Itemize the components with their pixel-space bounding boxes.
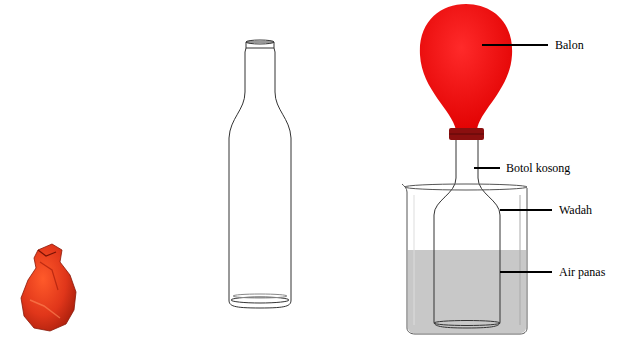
leader-line <box>482 44 548 46</box>
leader-line <box>474 167 500 169</box>
bottle-in-container <box>434 140 500 328</box>
deflated-balloon <box>21 244 76 331</box>
leader-line <box>500 271 552 273</box>
part-label: Air panas <box>558 265 606 279</box>
hot-water <box>408 250 526 333</box>
part-label: Balon <box>554 38 585 52</box>
inflated-balloon <box>420 4 512 140</box>
container-beaker <box>402 184 527 334</box>
empty-bottle <box>229 40 291 308</box>
leader-line <box>500 209 552 211</box>
part-label: Botol kosong <box>505 161 571 175</box>
part-label: Wadah <box>558 203 593 217</box>
leader-lines <box>474 45 552 272</box>
